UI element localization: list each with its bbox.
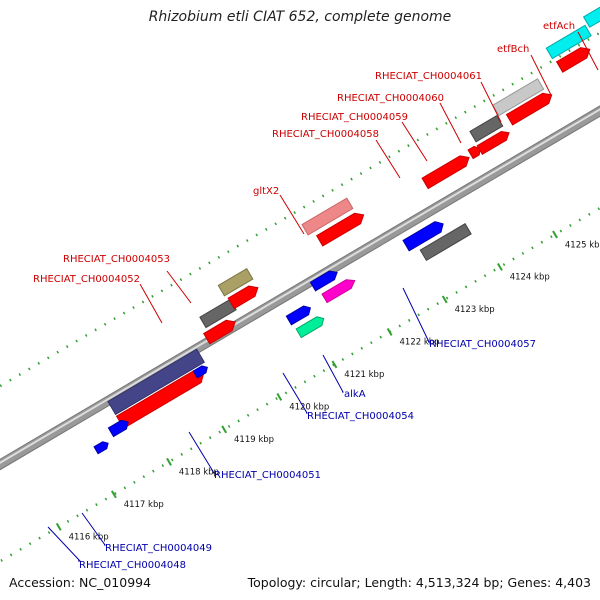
gene-label-forward[interactable]: etfBch — [497, 44, 529, 55]
gene-feature-lightgray[interactable] — [492, 78, 545, 117]
gene-feature-red[interactable] — [505, 90, 554, 126]
gene-feature-magenta[interactable] — [321, 276, 357, 304]
gene-label-forward[interactable]: RHECIAT_CH0004061 — [375, 71, 482, 82]
kbp-tick-label: 4123 kbp — [455, 305, 495, 315]
gene-label-reverse[interactable]: RHECIAT_CH0004054 — [307, 411, 414, 422]
gene-label-reverse[interactable]: RHECIAT_CH0004048 — [79, 560, 186, 571]
kbp-tick-label: 4121 kbp — [344, 370, 384, 380]
gene-label-forward[interactable]: gltX2 — [253, 186, 279, 197]
reverse-leader-lines — [47, 287, 430, 562]
gene-feature-blue[interactable] — [192, 364, 209, 379]
forward-leader-lines — [139, 31, 599, 324]
gene-label-forward[interactable]: RHECIAT_CH0004058 — [272, 129, 379, 140]
gene-label-forward[interactable]: etfAch — [543, 21, 575, 32]
gene-feature-red[interactable] — [421, 152, 472, 190]
gene-feature-teal[interactable] — [295, 314, 326, 339]
topology-text: Topology: circular; Length: 4,513,324 bp… — [247, 575, 591, 590]
gene-feature-cyan[interactable] — [582, 1, 600, 28]
gene-feature-red[interactable] — [467, 144, 483, 160]
kbp-tick-label: 4124 kbp — [510, 273, 550, 283]
gene-feature-red[interactable] — [555, 44, 593, 73]
gene-label-forward[interactable]: RHECIAT_CH0004052 — [33, 274, 140, 285]
tick-labels: 4116 kbp 4117 kbp 4118 kbp 4119 kbp 4120 kbp… — [69, 240, 600, 543]
kbp-tick-mark — [55, 522, 62, 531]
gene-feature-red[interactable] — [476, 128, 511, 156]
gene-label-reverse[interactable]: RHECIAT_CH0004051 — [214, 470, 321, 481]
gene-feature-blue[interactable] — [93, 440, 110, 455]
kbp-tick-mark — [497, 263, 503, 271]
kbp-tick-mark — [441, 295, 448, 304]
gene-feature-navy[interactable] — [107, 348, 205, 416]
kbp-tick-label: 4120 kbp — [289, 403, 329, 413]
gene-feature-darkgray[interactable] — [419, 222, 472, 262]
gene-label-reverse[interactable]: RHECIAT_CH0004057 — [429, 339, 536, 350]
gene-feature-blue[interactable] — [309, 268, 339, 292]
gene-feature-red[interactable] — [203, 317, 239, 345]
gene-feature-blue[interactable] — [402, 219, 446, 252]
kbp-tick-label: 4122 kbp — [400, 338, 440, 348]
kbp-tick-label: 4125 kbp — [565, 240, 600, 250]
kbp-tick-label: 4119 kbp — [234, 435, 274, 445]
kbp-tick-mark — [276, 392, 283, 401]
kbp-tick-mark — [552, 230, 558, 239]
map-title: Rhizobium etli CIAT 652, complete genome — [148, 9, 452, 25]
kbp-tick-mark — [221, 425, 228, 434]
gene-feature-red[interactable] — [315, 210, 367, 247]
kbp-tick-mark — [386, 327, 393, 336]
gene-label-reverse[interactable]: RHECIAT_CH0004049 — [105, 543, 212, 554]
kbp-tick-label: 4117 kbp — [124, 500, 164, 510]
kbp-tick-mark — [166, 457, 172, 466]
gene-label-forward[interactable]: RHECIAT_CH0004060 — [337, 93, 444, 104]
gene-label-forward[interactable]: RHECIAT_CH0004059 — [301, 112, 408, 123]
gene-label-forward[interactable]: RHECIAT_CH0004053 — [63, 254, 170, 265]
gene-feature-darkgray[interactable] — [469, 114, 504, 143]
reverse-track-dots — [0, 108, 600, 600]
kbp-tick-label: 4118 kbp — [179, 468, 219, 478]
gene-feature-blue[interactable] — [285, 303, 313, 326]
gene-feature-cyan[interactable] — [545, 24, 592, 60]
kbp-tick-label: 4116 kbp — [69, 533, 109, 543]
gene-feature-red[interactable] — [227, 282, 261, 310]
gene-label-reverse[interactable]: alkA — [344, 389, 366, 400]
kbp-tick-mark — [110, 490, 117, 499]
genome-backbone-highlight — [0, 35, 600, 545]
accession-text: Accession: NC_010994 — [9, 575, 152, 590]
gene-feature-olive[interactable] — [217, 268, 254, 297]
gene-feature-pink[interactable] — [301, 197, 354, 236]
kbp-tick-mark — [331, 360, 338, 369]
gene-features — [93, 1, 600, 455]
gene-feature-blue[interactable] — [107, 418, 130, 438]
major-tick-group — [55, 230, 558, 531]
